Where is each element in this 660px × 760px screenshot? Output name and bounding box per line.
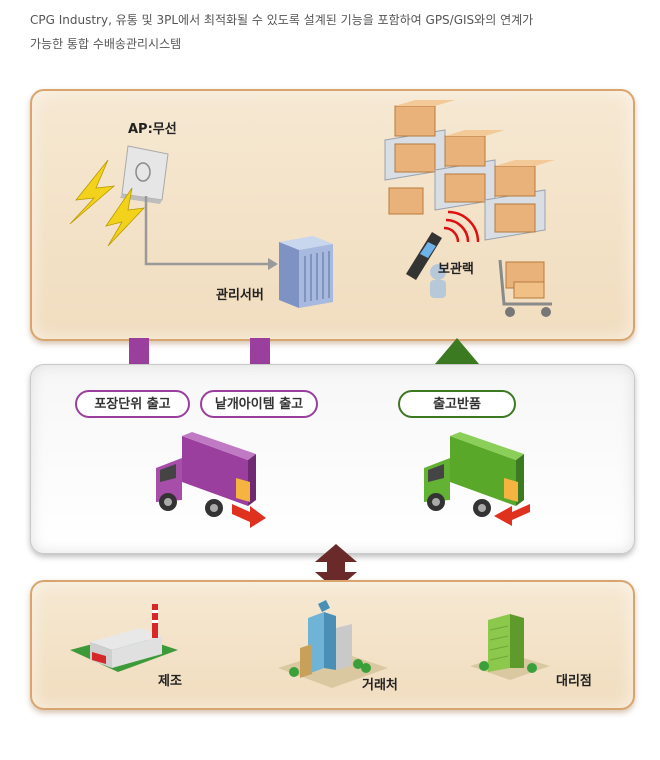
storage-label: 보관랙 [438,262,474,277]
access-point-icon [69,145,169,247]
city-buildings-icon [278,600,388,688]
intro-line-2: 가능한 통합 수배송관리시스템 [30,37,182,51]
outbound-item-pill: 낱개아이템 출고 [200,390,318,418]
green-truck-icon [424,432,530,526]
return-pill: 출고반품 [398,390,516,418]
server-label: 관리서버 [216,288,264,303]
outbound-unit-pill: 포장단위 출고 [75,390,190,418]
manufacturing-label: 제조 [158,674,182,689]
handheld-scanner-icon [406,210,480,298]
network-cable [144,196,278,270]
purple-truck-icon [156,432,266,528]
ap-label: AP:무선 [128,122,177,137]
server-icon [279,236,333,308]
hand-cart-icon [498,259,552,317]
intro-line-1: CPG Industry, 유통 및 3PL에서 최적화될 수 있도록 설계된 … [30,13,534,27]
factory-icon [70,604,178,672]
agency-building-icon [470,614,550,680]
intro-text: CPG Industry, 유통 및 3PL에서 최적화될 수 있도록 설계된 … [30,8,630,56]
customer-label: 거래처 [362,678,398,693]
agency-label: 대리점 [556,674,592,689]
storage-rack-icon [384,100,555,241]
bidirectional-arrow [315,544,357,590]
